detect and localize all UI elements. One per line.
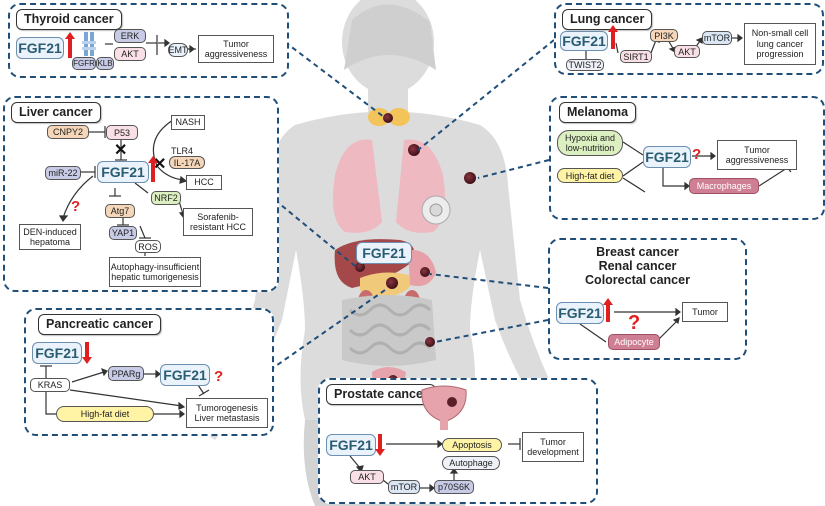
unknown-mechanism-mark: ?: [628, 312, 641, 334]
panel-title-colorectal: Colorectal cancer: [585, 273, 690, 287]
tumorogenesis-metastasis-outcome: Tumorogenesis Liver metastasis: [186, 398, 268, 428]
hcc-outcome: HCC: [186, 175, 222, 190]
kras-node: KRAS: [30, 378, 70, 392]
breast-arrows: [579, 307, 681, 343]
tumor-aggressiveness-outcome: Tumor aggressiveness: [717, 140, 797, 170]
emt-node: EMT: [168, 43, 188, 57]
adipocyte-node: Adipocyte: [608, 334, 660, 350]
p53-node: P53: [106, 125, 138, 140]
prostate-cancer-panel: Prostate cancer FGF21 Apoptosis Autophag…: [318, 378, 598, 504]
nsclc-progression-outcome: Non-small cell lung cancer progression: [744, 23, 816, 65]
ros-node: ROS: [135, 240, 161, 253]
panel-title: Pancreatic cancer: [38, 314, 162, 335]
mtor-node: mTOR: [702, 31, 732, 45]
upregulation-arrow: [65, 32, 75, 58]
fgf21-node: FGF21: [326, 434, 376, 456]
thyroid-organ: [368, 108, 410, 126]
pancreas-organ: [360, 272, 413, 298]
connector-lines: [269, 39, 555, 371]
lung-cancer-panel: Lung cancer FGF21 TWIST2 SIRT1 PI3K AKT …: [554, 3, 824, 75]
il17a-node: IL-17A: [169, 156, 205, 169]
panel-title: Thyroid cancer: [16, 9, 122, 30]
pparg-node: PPARg: [108, 366, 144, 381]
tlr4-label: TLR4: [171, 146, 194, 156]
akt-node: AKT: [114, 47, 146, 61]
mtor-node: mTOR: [388, 480, 420, 494]
sorafenib-resistant-hcc-outcome: Sorafenib-resistant HCC: [183, 208, 253, 236]
cnpy2-node: CNPY2: [47, 125, 89, 139]
upregulation-arrow: [603, 298, 613, 322]
liver-arrows: [58, 119, 189, 256]
fgf21-node: FGF21: [32, 342, 82, 364]
prostate-arrows: [349, 385, 521, 493]
unknown-mechanism-mark: ?: [214, 368, 224, 385]
inhibition-cross-icon: ✕: [114, 142, 128, 159]
panel-title: Prostate cancer: [326, 384, 436, 405]
melanoma-panel: Melanoma Hypoxia and low-nutrition High-…: [549, 96, 825, 220]
thyroid-cancer-panel: Thyroid cancer FGF21 FGFR KLB ERK AKT EM…: [8, 3, 289, 78]
erk-node: ERK: [114, 29, 146, 43]
downregulation-arrow: [82, 342, 92, 364]
breast-renal-colorectal-panel: Breast cancer Renal cancer Colorectal ca…: [548, 238, 747, 360]
upregulation-arrow: [148, 156, 158, 182]
panel-title: Liver cancer: [11, 102, 101, 123]
pancreatic-cancer-panel: Pancreatic cancer FGF21 KRAS PPARg FGF21…: [24, 308, 274, 436]
high-fat-diet-node: High-fat diet: [557, 168, 623, 183]
receptor-icon: [82, 32, 96, 56]
akt-node: AKT: [674, 45, 700, 58]
panel-title: Lung cancer: [562, 9, 653, 30]
sirt1-node: SIRT1: [620, 50, 652, 63]
autophagy-tumorigenesis-outcome: Autophagy-insufficient hepatic tumorigen…: [109, 257, 201, 287]
center-fgf21-label: FGF21: [356, 242, 412, 264]
unknown-mechanism-mark: ?: [692, 146, 702, 163]
fgfr-node: FGFR: [72, 57, 96, 70]
panel-title-renal: Renal cancer: [598, 259, 677, 273]
pancreatic-arrows: [40, 365, 210, 419]
fgf21-node: FGF21: [643, 146, 691, 168]
tumor-outcome: Tumor: [682, 302, 728, 322]
mir22-node: miR-22: [45, 166, 81, 180]
panel-title-breast: Breast cancer: [596, 245, 679, 259]
klb-node: KLB: [96, 57, 114, 70]
atg7-node: Atg7: [105, 204, 135, 218]
fgf21-node: FGF21: [97, 161, 149, 183]
autophage-node: Autophage: [442, 456, 500, 470]
pi3k-node: PI3K: [650, 29, 678, 42]
fgf21-node: FGF21: [556, 302, 604, 324]
apoptosis-node: Apoptosis: [442, 438, 502, 452]
macrophages-node: Macrophages: [689, 178, 759, 194]
liver-cancer-panel: Liver cancer CNPY2 P53 ✕ NASH: [3, 96, 279, 292]
fgf21-downstream-node: FGF21: [160, 364, 210, 386]
upregulation-arrow: [608, 25, 618, 49]
tumor-development-outcome: Tumor development: [522, 432, 584, 462]
downregulation-arrow: [375, 434, 385, 456]
den-hepatoma-outcome: DEN-induced hepatoma: [19, 224, 81, 250]
panel-title: Melanoma: [559, 102, 637, 123]
unknown-mechanism-mark: ?: [71, 198, 81, 215]
stomach-organ: [408, 249, 436, 287]
prostate-icon: [421, 385, 467, 430]
nrf2-node: NRF2: [151, 191, 181, 205]
tumor-aggressiveness-outcome: Tumor aggressiveness: [198, 35, 274, 63]
fgf21-node: FGF21: [560, 31, 608, 51]
tumor-marks: [355, 113, 476, 385]
high-fat-diet-node: High-fat diet: [56, 406, 154, 422]
fgf21-node: FGF21: [16, 37, 64, 59]
nash-node: NASH: [171, 115, 205, 130]
twist2-node: TWIST2: [566, 59, 604, 71]
akt-node: AKT: [350, 470, 384, 484]
yap1-node: YAP1: [109, 226, 137, 240]
hypoxia-node: Hypoxia and low-nutrition: [557, 130, 623, 156]
p70s6k-node: p70S6K: [434, 480, 474, 494]
